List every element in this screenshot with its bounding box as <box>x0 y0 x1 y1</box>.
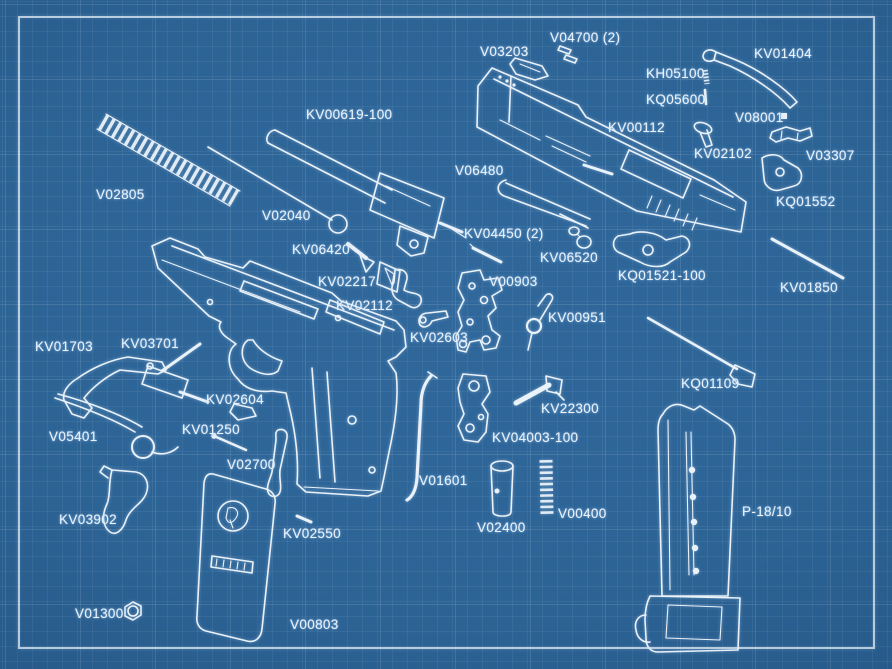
part-label-kq01521-100: KQ01521-100 <box>618 268 706 283</box>
trigger-spring-drawing <box>55 394 178 458</box>
ejector-clip-drawing <box>498 180 590 228</box>
small-plate-drawing <box>230 404 256 420</box>
part-label-v06480: V06480 <box>455 163 504 178</box>
guide-rod-drawing <box>208 147 347 233</box>
part-label-kv01703: KV01703 <box>35 339 93 354</box>
part-label-kv04003-100: KV04003-100 <box>492 430 579 445</box>
part-label-v01601: V01601 <box>419 473 468 488</box>
part-label-kv00619-100: KV00619-100 <box>306 107 393 122</box>
long-pin-drawing <box>772 239 843 278</box>
part-label-v02805: V02805 <box>96 187 145 202</box>
small-pin2-drawing <box>212 434 246 450</box>
slide-stop-spring-drawing <box>703 50 797 108</box>
slide-release-rod-drawing <box>142 344 208 402</box>
part-label-kq01552: KQ01552 <box>776 194 836 209</box>
part-label-v02400: V02400 <box>477 520 526 535</box>
hammer-strut-drawing <box>407 372 437 500</box>
hammer-assembly-drawing <box>458 374 490 442</box>
part-label-kv06420: KV06420 <box>292 242 350 257</box>
part-label-v04700-2: V04700 (2) <box>550 30 621 45</box>
part-label-kv00951: KV00951 <box>548 310 606 325</box>
part-label-kv01850: KV01850 <box>780 280 838 295</box>
sight-screws-drawing <box>558 46 577 63</box>
part-label-v03203: V03203 <box>480 44 529 59</box>
grip-pin-drawing <box>297 516 311 522</box>
part-label-v05401: V05401 <box>49 429 98 444</box>
slide-pins-drawing <box>440 165 612 262</box>
part-label-v00803: V00803 <box>290 617 339 632</box>
part-label-p-18-10: P-18/10 <box>742 504 792 519</box>
plunger-part-drawing <box>569 227 591 248</box>
part-label-v00903: V00903 <box>489 274 538 289</box>
part-label-v01300: V01300 <box>75 606 124 621</box>
mainspring-drawing <box>546 460 547 514</box>
grip-panel-drawing <box>197 474 275 642</box>
decock-cam-drawing <box>762 155 801 191</box>
barrel-drawing <box>267 130 444 256</box>
trigger-drawing <box>100 466 148 533</box>
small-pin-drawing <box>705 90 706 104</box>
frame-drawing <box>152 238 406 496</box>
magazine-drawing <box>635 404 740 652</box>
slide-drawing <box>477 68 746 232</box>
part-label-kv02102: KV02102 <box>694 146 752 161</box>
part-label-kv03902: KV03902 <box>59 512 117 527</box>
recoil-spring-drawing <box>97 114 240 206</box>
decocker-drawing <box>614 232 690 267</box>
rear-sight-drawing <box>510 58 548 80</box>
firing-pin-drawing <box>648 318 755 387</box>
trigger-bar-drawing <box>392 269 421 307</box>
part-label-v00400: V00400 <box>558 506 607 521</box>
firing-pin-spring-drawing <box>705 70 707 84</box>
part-label-kv00112: KV00112 <box>608 120 665 135</box>
safety-bracket-drawing <box>770 127 812 142</box>
part-label-kv02604: KV02604 <box>206 392 264 407</box>
takedown-lever-drawing <box>64 357 166 418</box>
part-label-kq01109: KQ01109 <box>681 376 740 391</box>
bushing-drawing <box>125 602 141 620</box>
part-label-kv01404: KV01404 <box>754 46 812 61</box>
part-label-v08001: V08001 <box>735 110 784 125</box>
hammer-pivot-pin-drawing <box>516 376 564 403</box>
part-label-v02700: V02700 <box>227 457 276 472</box>
part-label-kv01250: KV01250 <box>182 422 240 437</box>
part-label-kh05100: KH05100 <box>646 66 705 81</box>
part-label-kv02550: KV02550 <box>283 526 341 541</box>
part-label-kq05600: KQ05600 <box>646 92 706 107</box>
part-label-kv02217: KV02217 <box>318 274 376 289</box>
part-label-kv22300: KV22300 <box>541 401 599 416</box>
hammer-pivot-bracket-drawing <box>377 262 400 292</box>
sear-spring-drawing <box>527 294 553 350</box>
part-label-v02040: V02040 <box>262 208 311 223</box>
hammer-bushing-drawing <box>491 461 513 516</box>
part-label-kv02603: KV02603 <box>410 330 468 345</box>
part-label-kv04450-2: KV04450 (2) <box>464 226 544 241</box>
screw-washer-drawing <box>348 244 374 272</box>
bent-lever-drawing <box>419 311 448 327</box>
square-part-drawing <box>781 113 787 119</box>
extractor-plunger-drawing <box>693 120 713 147</box>
part-label-kv03701: KV03701 <box>121 336 179 351</box>
part-label-v03307: V03307 <box>806 148 855 163</box>
part-label-kv02112: KV02112 <box>336 298 393 313</box>
part-label-kv06520: KV06520 <box>540 250 598 265</box>
sear-plate-drawing <box>456 270 502 352</box>
